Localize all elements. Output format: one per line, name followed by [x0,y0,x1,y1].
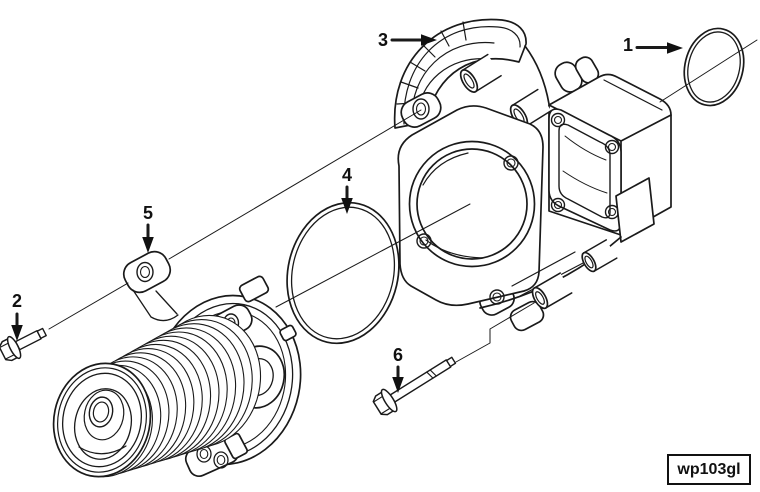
bolt-long [372,356,457,416]
housing-ear-hole [412,98,430,120]
housing-bore-flange [397,105,544,307]
callout-arrows [11,34,683,393]
callout-label-1: 1 [622,35,634,55]
housing-port-boss [459,53,502,93]
housing-bolt-boss [531,272,573,310]
figure-code: wp103gl [677,460,741,478]
housing-bolt-boss [581,239,618,273]
centerline-main-axis [275,203,471,308]
callout-label-3: 3 [377,30,389,50]
centerline-main-axis [659,39,758,103]
bolt-short [0,327,47,362]
housing-tab [509,300,545,332]
o-ring-small [683,27,745,107]
callout-label-6: 6 [392,345,404,365]
pump-tab [279,324,297,342]
pulley-front-face [52,362,152,478]
callout-label-4: 4 [341,165,353,185]
housing-step [615,177,655,243]
centerline-bolt6 [455,302,535,363]
housing-top-contour [524,45,550,105]
centerline-bolt2 [168,109,422,260]
pump-ear-arm [132,289,179,322]
pump-ear [122,250,172,294]
o-ring-large [286,201,400,345]
callout-label-5: 5 [142,203,154,223]
centerline-bolt2 [48,282,129,330]
housing-ear-hole [415,102,427,116]
centerlines [48,39,758,363]
figure-code-box: wp103gl [667,454,751,485]
water-pump-pulley-assembly [52,250,302,478]
pump-tab [238,275,270,303]
water-pump-housing [393,18,672,332]
callout-label-2: 2 [11,291,23,311]
